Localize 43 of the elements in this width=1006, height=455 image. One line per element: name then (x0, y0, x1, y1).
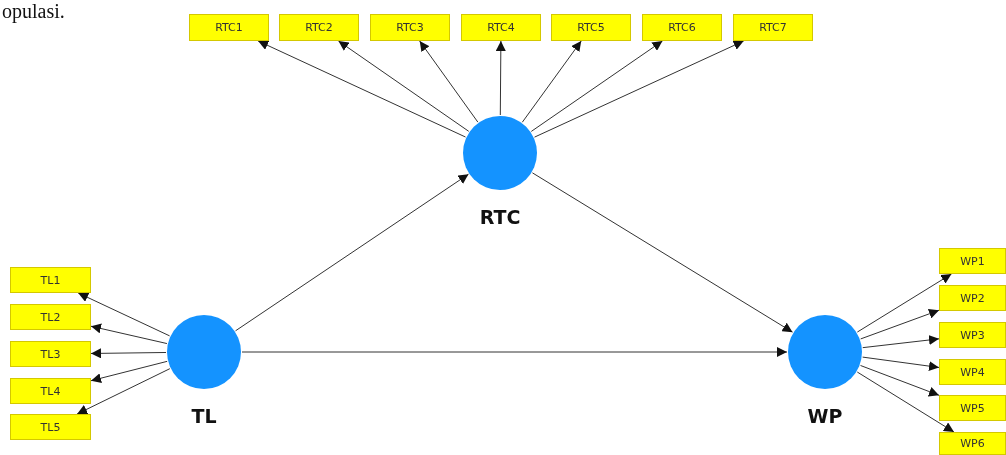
cut-off-text: opulasi. (2, 0, 65, 22)
indicator-box: WP5 (939, 395, 1006, 421)
arrow (862, 335, 940, 349)
arrow (90, 360, 168, 384)
arrow (257, 40, 466, 138)
indicator-box: WP1 (939, 248, 1006, 274)
arrow (534, 40, 745, 138)
construct-label: WP (807, 405, 843, 427)
arrow (90, 348, 167, 359)
arrow (419, 40, 479, 123)
indicator-box: RTC7 (733, 14, 813, 41)
indicator-box: WP4 (939, 359, 1006, 385)
arrow (860, 309, 940, 340)
indicator-box: WP6 (939, 432, 1006, 455)
indicator-box: RTC2 (279, 14, 359, 41)
indicator-box: TL2 (10, 304, 91, 330)
indicator-box: RTC6 (642, 14, 722, 41)
indicator-box: TL4 (10, 378, 91, 404)
indicator-box: TL3 (10, 341, 91, 367)
indicator-box: RTC1 (189, 14, 269, 41)
arrow (77, 292, 171, 337)
arrow (856, 371, 955, 433)
indicator-box: TL5 (10, 414, 91, 440)
arrow (235, 173, 469, 332)
arrow (531, 172, 794, 333)
arrow (521, 40, 582, 123)
indicator-box: RTC4 (461, 14, 541, 41)
indicator-box: WP2 (939, 285, 1006, 311)
indicator-box: RTC3 (370, 14, 450, 41)
arrow (76, 368, 171, 415)
construct-label: TL (191, 405, 217, 427)
arrow (856, 273, 952, 333)
indicator-box: TL1 (10, 267, 91, 293)
construct-label: RTC (479, 206, 521, 228)
arrow (530, 40, 663, 132)
arrow (337, 40, 470, 132)
indicator-box: WP3 (939, 322, 1006, 348)
arrow (90, 323, 168, 345)
arrow (862, 356, 940, 372)
indicator-box: RTC5 (551, 14, 631, 41)
arrow (495, 40, 506, 116)
arrow (860, 365, 940, 397)
arrow (241, 347, 788, 357)
